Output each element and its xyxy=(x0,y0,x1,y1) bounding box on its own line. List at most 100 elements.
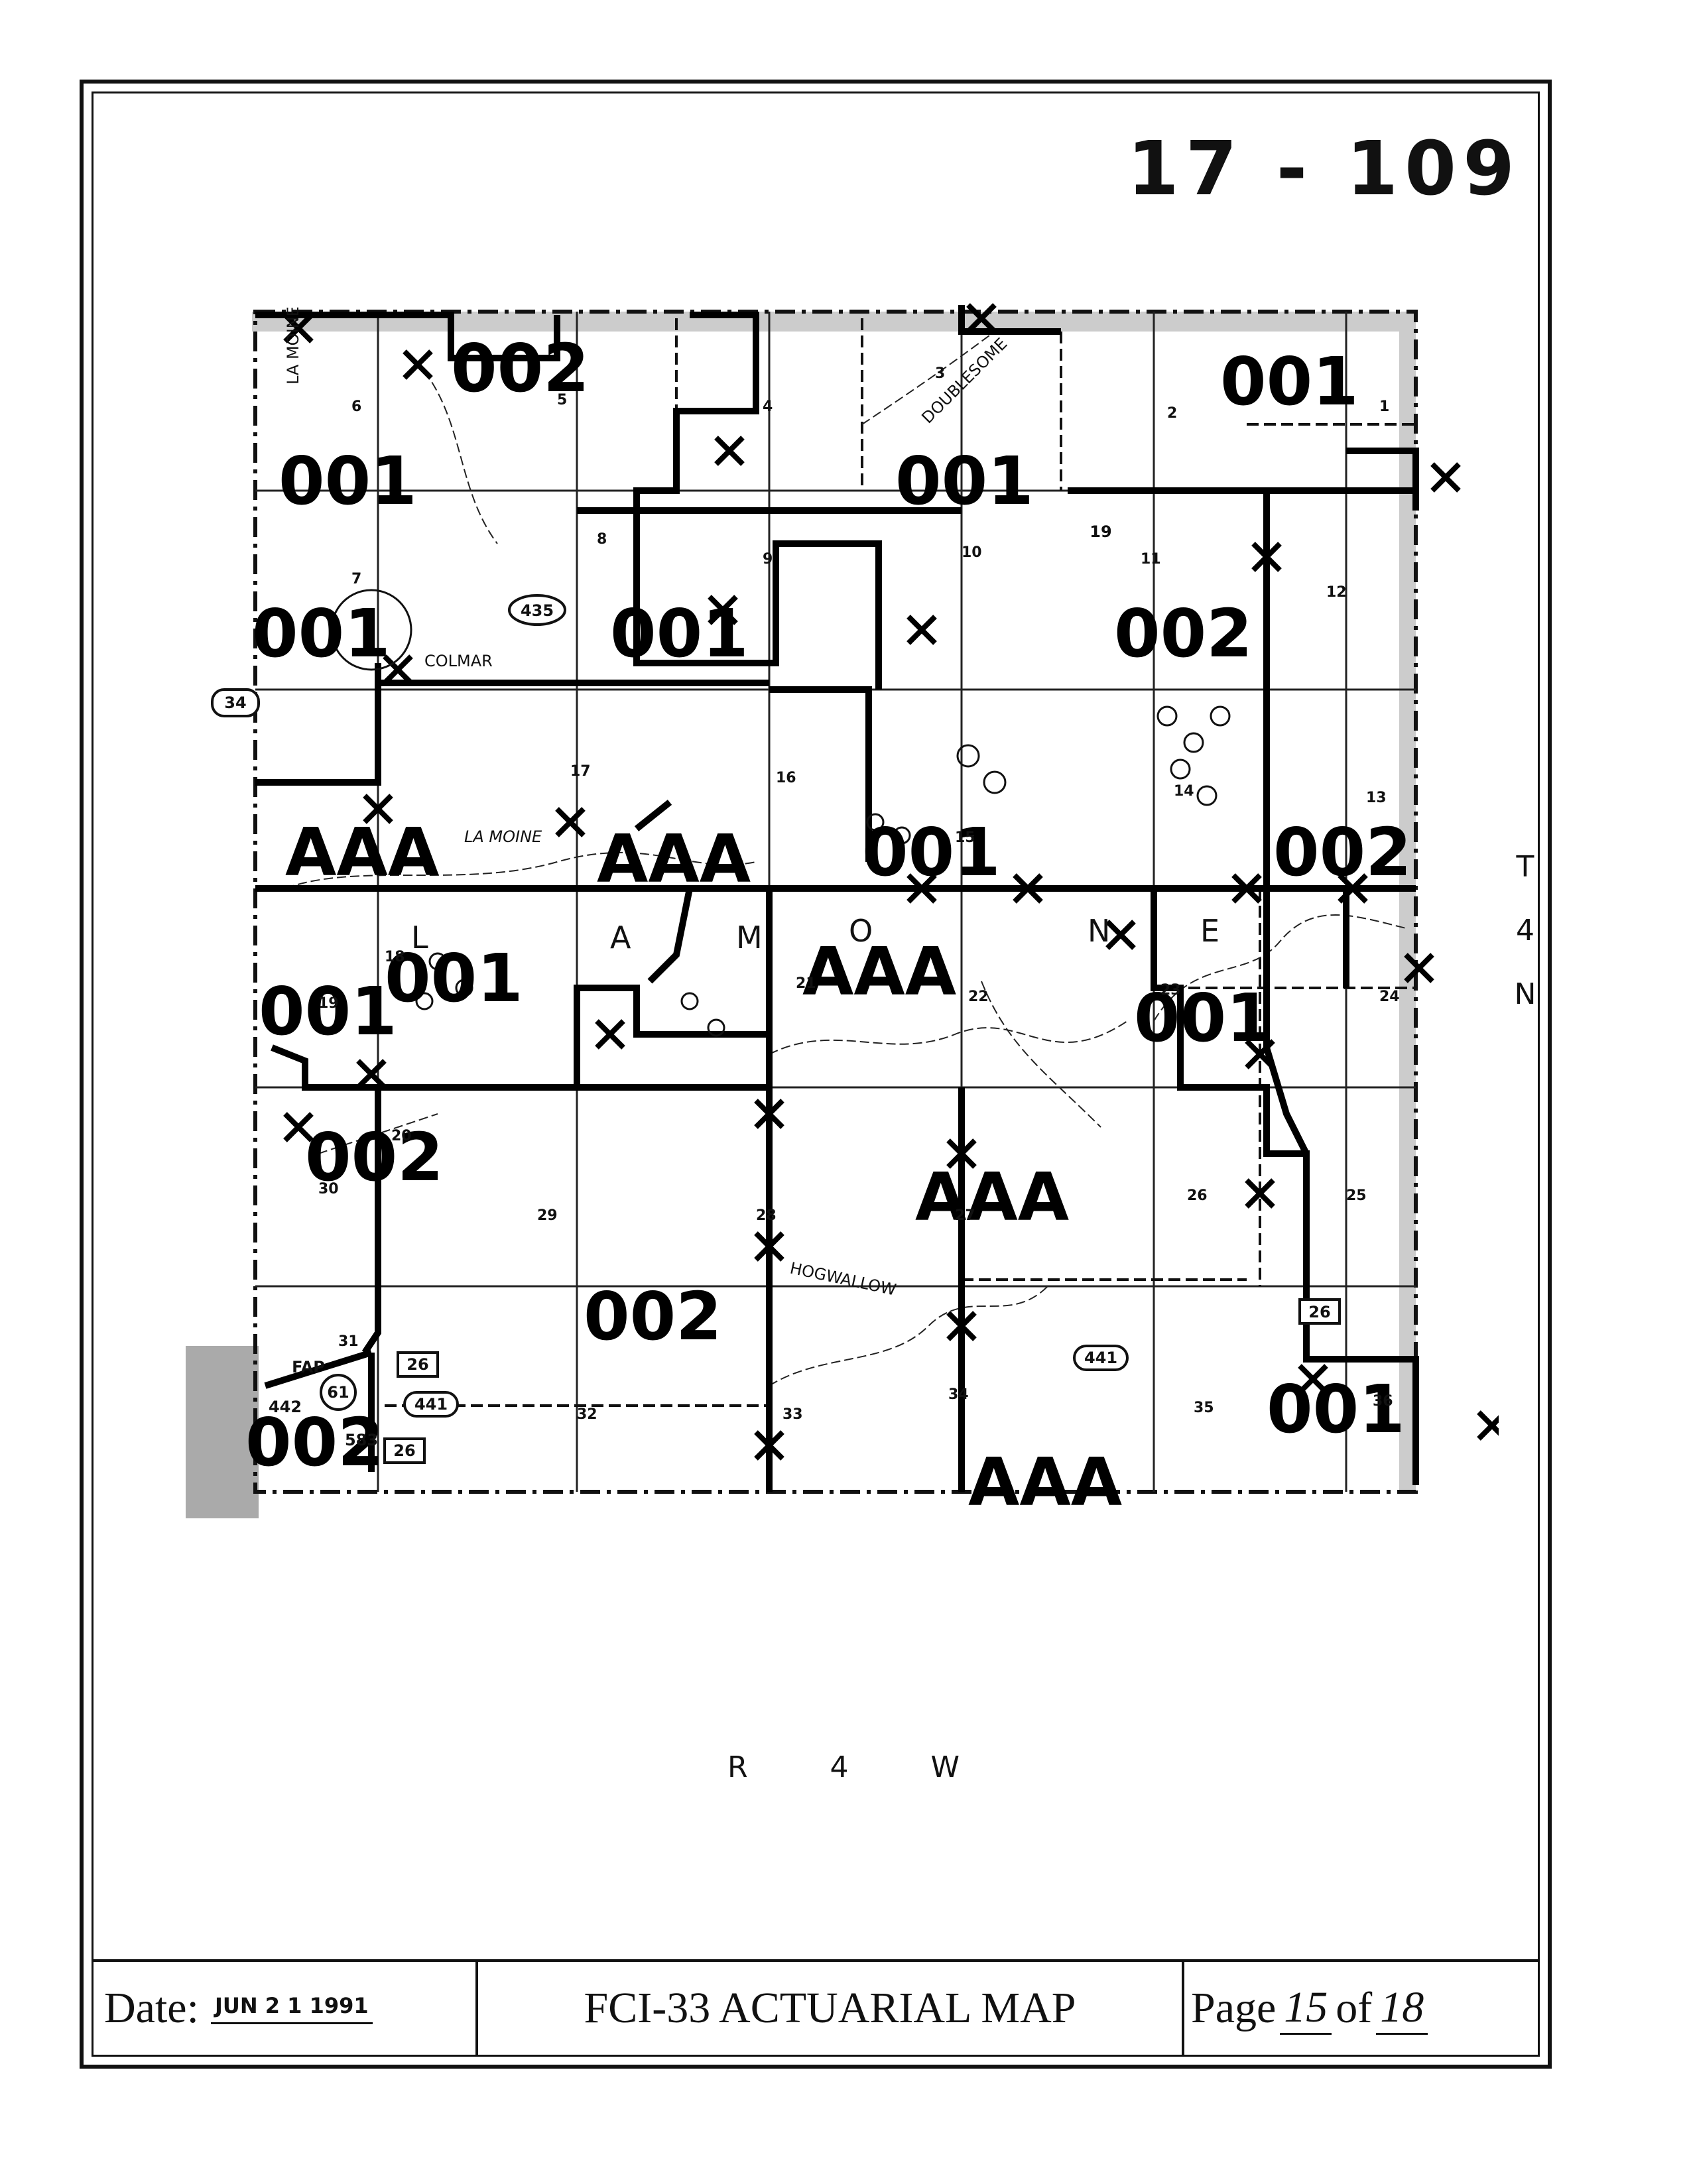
section-number: 32 xyxy=(577,1406,597,1423)
zone-label: 001 xyxy=(610,595,749,672)
page-cell: Page 15 of 18 xyxy=(1184,1962,1538,2055)
township-label: T 4 N xyxy=(1505,835,1545,1026)
zone-label: 001 xyxy=(1134,979,1273,1057)
subdivision-dots xyxy=(415,705,1231,1037)
route-number: 441 xyxy=(1084,1349,1117,1367)
zone-label: 002 xyxy=(1273,814,1412,891)
zone-label: 001 xyxy=(279,442,417,520)
map-title: FCI-33 ACTUARIAL MAP xyxy=(478,1962,1184,2055)
date-cell: Date: JUN 2 1 1991 xyxy=(94,1962,478,2055)
section-number: 30 xyxy=(318,1181,339,1197)
route-number: 583 xyxy=(345,1431,378,1449)
section-number: 15 xyxy=(955,829,975,846)
fap-label: FAP xyxy=(292,1358,325,1376)
streams xyxy=(284,331,1406,1386)
place-label-la-moine-north: LA MOINE xyxy=(284,306,302,385)
route-number: 34 xyxy=(224,694,246,712)
southwest-shade xyxy=(186,1346,259,1518)
section-number: 17 xyxy=(570,763,591,780)
section-number: 3 xyxy=(935,365,945,382)
route-number: 61 xyxy=(327,1383,349,1402)
zone-label: 001 xyxy=(1267,1370,1405,1448)
route-shields xyxy=(211,594,1341,1464)
section-number: 33 xyxy=(782,1406,803,1423)
date-stamp: JUN 2 1 1991 xyxy=(210,1993,373,2024)
zone-label: 002 xyxy=(305,1119,444,1196)
zone-label: 001 xyxy=(895,442,1034,520)
zone-label: 001 xyxy=(385,940,523,1017)
route-number: 442 xyxy=(269,1398,302,1416)
section-number: 26 xyxy=(1187,1187,1208,1204)
title-block: Date: JUN 2 1 1991 FCI-33 ACTUARIAL MAP … xyxy=(94,1959,1538,2055)
section-number: 18 xyxy=(385,949,405,965)
section-number: 28 xyxy=(756,1207,777,1224)
page-number: 15 xyxy=(1280,1982,1332,2035)
section-number: 1 xyxy=(1379,398,1389,415)
township-letter: L xyxy=(411,920,428,955)
date-label: Date: xyxy=(104,1984,199,2032)
section-number: 11 xyxy=(1141,551,1161,568)
township-letter: E xyxy=(1200,913,1219,949)
route-number: 19 xyxy=(1090,522,1111,541)
section-number: 9 xyxy=(763,551,773,568)
zone-label: 002 xyxy=(584,1278,722,1355)
section-number: 34 xyxy=(948,1386,969,1403)
zone-label: 002 xyxy=(245,1404,384,1481)
section-number: 4 xyxy=(763,398,773,415)
township-letter: M xyxy=(736,920,763,955)
zone-label: AAA xyxy=(915,1158,1069,1236)
actuarial-map: 002 001 001 001 001 001 002 AAA AAA 001 … xyxy=(186,292,1507,1538)
section-number: 24 xyxy=(1379,989,1400,1005)
zone-label: 001 xyxy=(862,814,1001,891)
section-number: 13 xyxy=(1366,790,1387,806)
route-number: 26 xyxy=(406,1355,428,1374)
inner-frame xyxy=(92,91,1540,2057)
route-number: 435 xyxy=(521,601,554,620)
zone-label: AAA xyxy=(285,814,439,891)
place-label-hogwallow: HOGWALLOW xyxy=(788,1258,898,1299)
zone-label: 001 xyxy=(259,973,397,1050)
section-number: 16 xyxy=(776,770,796,786)
section-numbers: 1 2 3 4 5 6 7 8 9 10 11 12 13 14 15 16 1… xyxy=(318,365,1400,1423)
boundary-x-markers xyxy=(283,303,1507,1461)
section-number: 25 xyxy=(1346,1187,1367,1204)
township-number: 4 xyxy=(1516,914,1534,947)
section-number: 20 xyxy=(391,1128,412,1144)
section-number: 7 xyxy=(351,571,361,587)
section-number: 35 xyxy=(1194,1400,1214,1416)
section-number: 36 xyxy=(1373,1393,1393,1410)
map-boundary xyxy=(253,310,1418,1494)
zone-boundaries xyxy=(255,305,1419,1492)
route-number: 441 xyxy=(414,1395,448,1414)
section-number: 6 xyxy=(351,398,361,415)
section-number: 10 xyxy=(962,544,982,561)
range-direction: W xyxy=(930,1750,960,1784)
section-number: 14 xyxy=(1174,783,1194,800)
zone-label: 001 xyxy=(252,595,391,672)
zone-label: AAA xyxy=(802,933,956,1010)
page-total: 18 xyxy=(1376,1982,1428,2035)
place-label-doublesome: DOUBLESOME xyxy=(918,334,1011,427)
section-number: 12 xyxy=(1326,584,1347,601)
zone-label: AAA xyxy=(968,1443,1122,1521)
section-number: 21 xyxy=(796,975,816,992)
section-number: 23 xyxy=(1160,982,1181,999)
route-numbers: 435 34 26 441 441 26 61 26 583 19 442 FA… xyxy=(224,522,1330,1460)
township-letter: N xyxy=(1088,913,1110,949)
town-circle xyxy=(330,589,412,671)
map-canvas: 002 001 001 001 001 001 002 AAA AAA 001 … xyxy=(186,303,1507,1521)
township-letter-t: T xyxy=(1516,850,1534,884)
map-number: 17 - 109 xyxy=(1127,126,1521,212)
section-number: 5 xyxy=(557,392,567,408)
range-number: 4 xyxy=(830,1750,849,1784)
section-number: 19 xyxy=(318,995,339,1012)
zone-label: 002 xyxy=(1114,595,1253,672)
section-number: 29 xyxy=(537,1207,558,1224)
zone-label: AAA xyxy=(597,820,751,898)
section-number: 8 xyxy=(597,531,607,548)
zone-label: 001 xyxy=(1220,343,1359,420)
range-letter: R xyxy=(727,1750,748,1784)
place-label-la-moine: LA MOINE xyxy=(464,827,542,846)
township-letter: O xyxy=(849,913,873,949)
route-number: 26 xyxy=(1308,1303,1330,1321)
